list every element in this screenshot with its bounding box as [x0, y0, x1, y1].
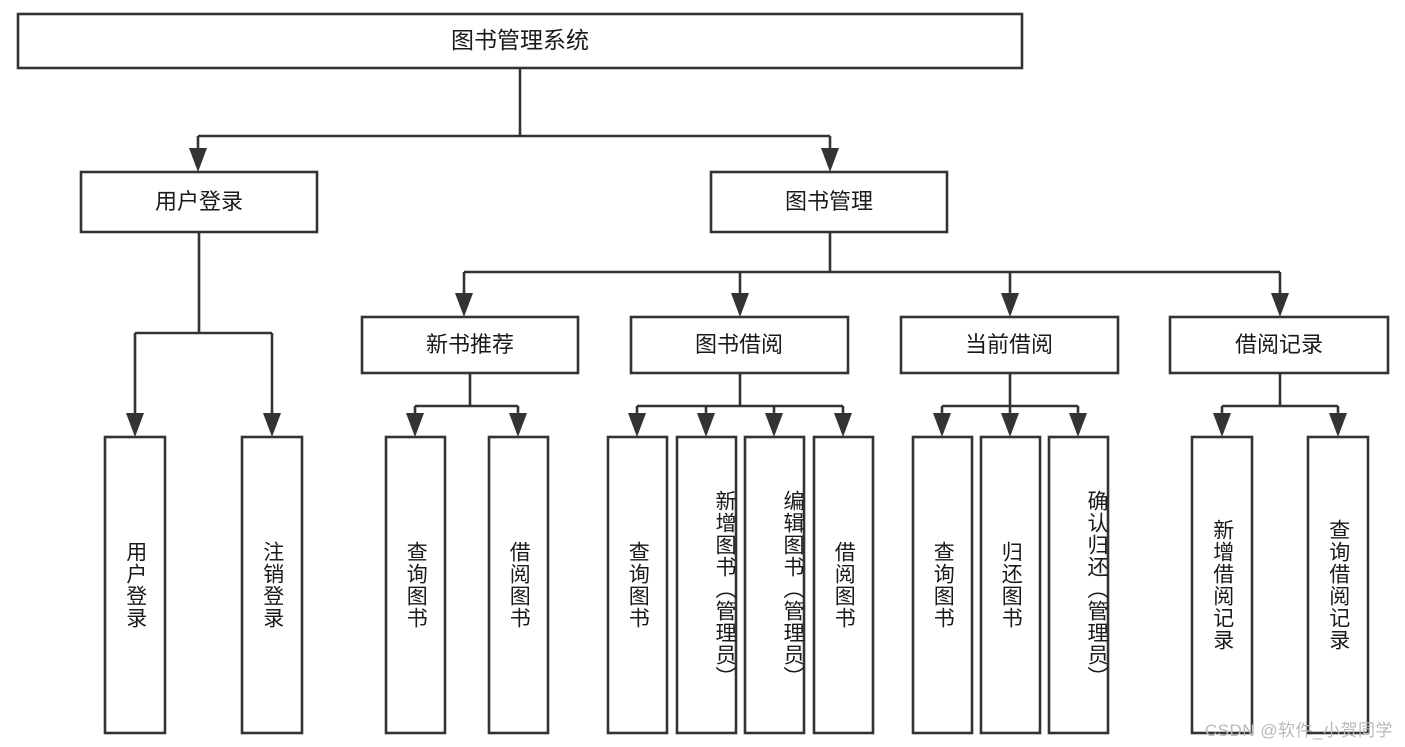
connector-currentborrow-to-leaves	[933, 373, 1087, 437]
arrow-head-user-login	[189, 148, 207, 172]
arrow-head-leaf-query-book-1	[406, 413, 424, 437]
node-box-leaf-confirm-return[interactable]	[1047, 435, 1110, 735]
arrow-head-leaf-query-book-2	[628, 413, 646, 437]
arrow-head-leaf-borrow-book-1	[509, 413, 527, 437]
node-box-user-login[interactable]	[79, 170, 319, 234]
arrow-head-leaf-query-book-3	[933, 413, 951, 437]
node-label-book-management: 图书管理	[785, 189, 873, 214]
node-box-leaf-query-book-1[interactable]	[384, 435, 447, 735]
node-label-current-borrow: 当前借阅	[965, 332, 1053, 357]
arrow-head-current-borrow	[1001, 293, 1019, 317]
node-label-root: 图书管理系统	[451, 27, 589, 53]
node-box-leaf-add-record[interactable]	[1190, 435, 1254, 735]
arrow-head-leaf-user-login	[126, 413, 144, 437]
connector-bookborrow-to-leaves	[628, 373, 852, 437]
node-box-leaf-return-book[interactable]	[979, 435, 1042, 735]
node-label-book-borrow: 图书借阅	[695, 332, 783, 357]
arrow-head-book-management	[821, 148, 839, 172]
node-box-book-management[interactable]	[709, 170, 949, 234]
arrow-head-leaf-confirm-return	[1069, 413, 1087, 437]
node-box-leaf-add-book[interactable]	[675, 435, 738, 735]
node-box-leaf-logout-login[interactable]	[240, 435, 304, 735]
node-label-borrow-record: 借阅记录	[1235, 332, 1323, 357]
arrow-head-leaf-edit-book	[765, 413, 783, 437]
node-box-root[interactable]	[16, 12, 1024, 70]
arrow-head-leaf-return-book	[1001, 413, 1019, 437]
node-box-leaf-borrow-book-1[interactable]	[487, 435, 550, 735]
node-box-leaf-query-record[interactable]	[1306, 435, 1370, 735]
arrow-head-new-book-recommend	[455, 293, 473, 317]
arrow-head-book-borrow	[731, 293, 749, 317]
node-box-leaf-edit-book[interactable]	[743, 435, 806, 735]
node-box-leaf-query-book-3[interactable]	[911, 435, 974, 735]
arrow-head-leaf-add-book	[697, 413, 715, 437]
node-box-book-borrow[interactable]	[629, 315, 850, 375]
arrow-head-leaf-add-record	[1213, 413, 1231, 437]
connector-borrowrecord-to-leaves	[1213, 373, 1347, 437]
node-box-new-book-recommend[interactable]	[360, 315, 580, 375]
node-box-borrow-record[interactable]	[1168, 315, 1390, 375]
node-label-new-book-recommend: 新书推荐	[426, 332, 514, 357]
arrow-head-borrow-record	[1271, 293, 1289, 317]
watermark-text: CSDN @软件_小贺同学	[1204, 721, 1393, 740]
node-box-leaf-user-login[interactable]	[103, 435, 167, 735]
node-label-user-login: 用户登录	[155, 189, 243, 214]
connector-userlogin-to-leaves	[126, 232, 281, 437]
node-box-leaf-borrow-book-2[interactable]	[812, 435, 875, 735]
arrow-head-leaf-logout-login	[263, 413, 281, 437]
arrow-head-leaf-borrow-book-2	[834, 413, 852, 437]
connector-bookmgmt-to-level3	[455, 232, 1289, 317]
connector-root-to-level2	[189, 68, 839, 172]
node-box-current-borrow[interactable]	[899, 315, 1120, 375]
connector-newbook-to-leaves	[406, 373, 527, 437]
node-box-leaf-query-book-2[interactable]	[606, 435, 669, 735]
arrow-head-leaf-query-record	[1329, 413, 1347, 437]
